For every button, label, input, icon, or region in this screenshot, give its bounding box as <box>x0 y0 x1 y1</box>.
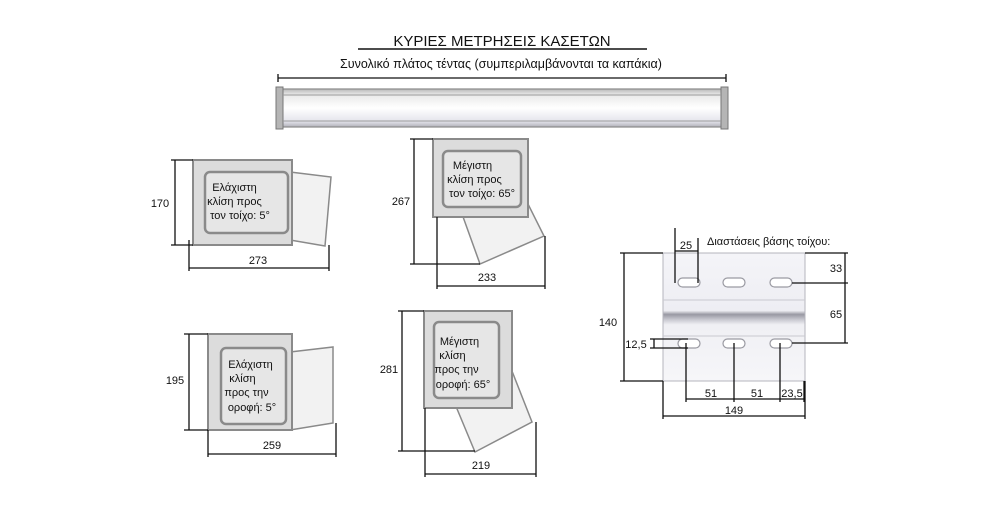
caption-line: Ελάχιστη <box>212 182 257 194</box>
wall-max-width-label: 233 <box>478 272 496 284</box>
mounting-slot <box>769 277 793 288</box>
caption-line: προς την <box>224 387 269 399</box>
wall-base-diagram: Διαστάσεις βάσης τοίχου: 25 33 65 140 <box>599 228 848 419</box>
caption-line: κλίση προς <box>207 196 262 208</box>
dim-top-offset: 33 <box>830 263 842 275</box>
mounting-slot <box>722 277 746 288</box>
caption-line: οροφή: 65° <box>436 379 491 391</box>
ceiling-max-width-label: 219 <box>472 460 490 472</box>
caption-line: Μέγιστη <box>453 160 492 172</box>
ceiling-max-tilt-diagram: Μέγιστη κλίση προς την οροφή: 65° 281 21… <box>380 310 537 477</box>
dim-height: 140 <box>599 317 617 329</box>
caption-line: τον τοίχο: 5° <box>210 210 270 222</box>
dim-hole-spacing-2: 51 <box>751 388 763 400</box>
wall-base-title: Διαστάσεις βάσης τοίχου: <box>707 236 830 248</box>
dim-edge-offset: 23,5 <box>781 388 802 400</box>
ceiling-min-width-label: 259 <box>263 440 281 452</box>
caption-line: Ελάχιστη <box>228 359 273 371</box>
ceiling-min-height-label: 195 <box>166 375 184 387</box>
caption-line: προς την <box>434 364 479 376</box>
dim-hole-height: 12,5 <box>625 339 646 351</box>
ceiling-min-caption: Ελάχιστη κλίση προς την οροφή: 5° <box>224 359 276 414</box>
wall-max-height-label: 267 <box>392 196 410 208</box>
mounting-slot <box>769 338 793 349</box>
wall-min-caption: Ελάχιστη κλίση προς τον τοίχο: 5° <box>207 182 270 222</box>
ceiling-max-height-label: 281 <box>380 364 398 376</box>
caption-line: τον τοίχο: 65° <box>449 188 515 200</box>
page-title: ΚΥΡΙΕΣ ΜΕΤΡΗΣΕΙΣ ΚΑΣΕΤΩΝ <box>393 33 610 50</box>
caption-line: οροφή: 5° <box>228 402 276 414</box>
dim-hole-spacing-1: 51 <box>705 388 717 400</box>
wall-min-width-label: 273 <box>249 255 267 267</box>
dim-total-width: 149 <box>725 405 743 417</box>
wall-max-caption: Μέγιστη κλίση προς τον τοίχο: 65° <box>447 160 515 200</box>
wall-min-tilt-diagram: Ελάχιστη κλίση προς τον τοίχο: 5° 170 27… <box>151 159 332 271</box>
wall-min-height-label: 170 <box>151 198 169 210</box>
caption-line: κλίση <box>439 350 465 362</box>
mounting-slot <box>677 338 701 349</box>
mounting-slot <box>677 277 701 288</box>
total-width-dimension <box>277 74 727 82</box>
caption-line: Μέγιστη <box>440 336 479 348</box>
ceiling-max-caption: Μέγιστη κλίση προς την οροφή: 65° <box>434 336 490 391</box>
caption-line: κλίση προς <box>447 174 502 186</box>
cassette-front-view <box>275 86 729 130</box>
wall-max-tilt-diagram: Μέγιστη κλίση προς τον τοίχο: 65° 267 23… <box>392 138 546 289</box>
total-width-label: Συνολικό πλάτος τέντας (συμπεριλαμβάνοντ… <box>340 57 662 71</box>
dim-hole-spacing-vertical: 65 <box>830 309 842 321</box>
dim-top-width: 25 <box>680 240 692 252</box>
caption-line: κλίση <box>229 373 255 385</box>
ceiling-min-tilt-diagram: Ελάχιστη κλίση προς την οροφή: 5° 195 25… <box>166 333 337 457</box>
